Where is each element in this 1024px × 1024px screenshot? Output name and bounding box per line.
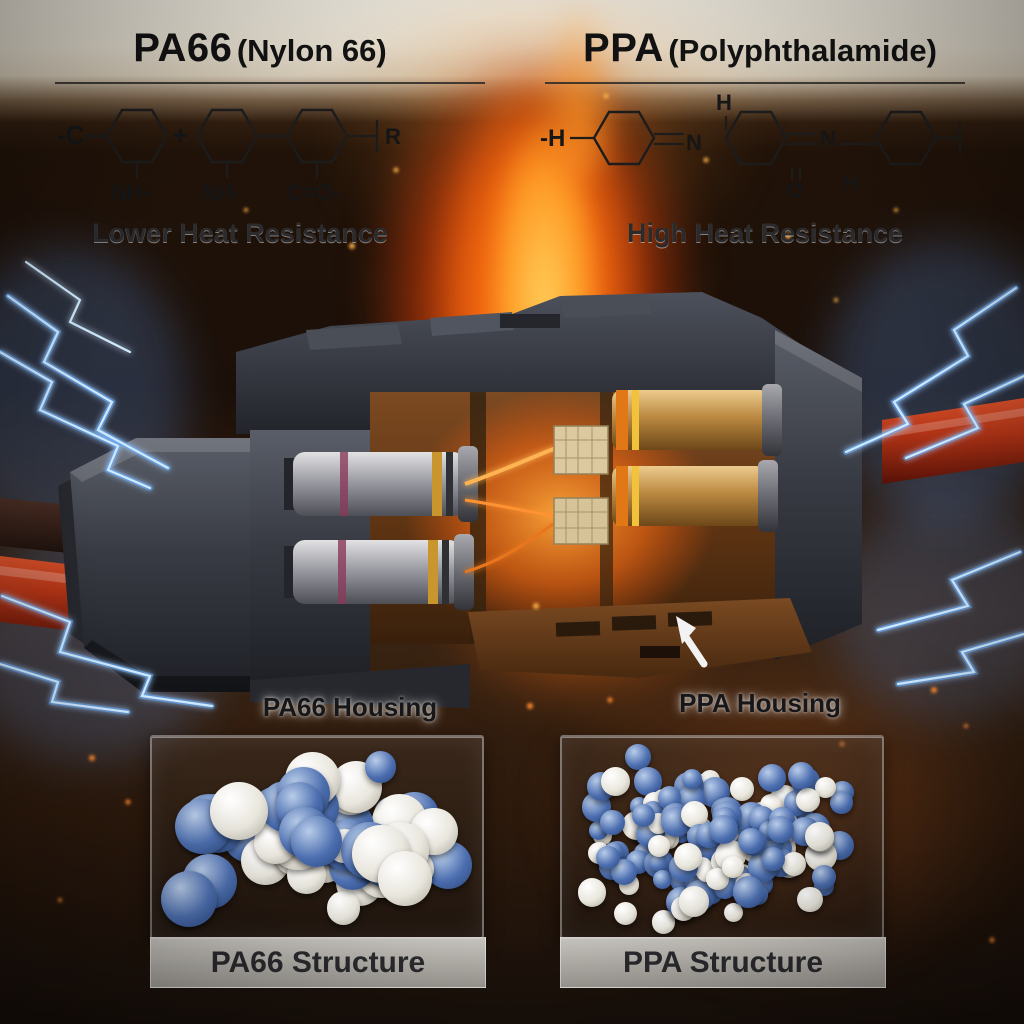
ppa-housing-arrow xyxy=(676,616,708,668)
molecule-sphere xyxy=(681,769,702,790)
molecule-sphere xyxy=(738,827,765,854)
molecule-sphere xyxy=(830,791,853,814)
molecule-sphere xyxy=(757,763,786,792)
benzene-ring xyxy=(195,108,259,164)
molecule-sphere xyxy=(649,853,668,872)
molecule-sphere xyxy=(709,815,738,844)
ppa-title-underline xyxy=(545,82,965,84)
molecule-sphere xyxy=(729,777,754,801)
molecule-sphere xyxy=(648,835,671,858)
benzene-ring xyxy=(105,108,169,164)
pa66-title: PA66 (Nylon 66) xyxy=(40,26,480,71)
molecule-sphere xyxy=(767,816,795,844)
molecule-sphere xyxy=(326,891,361,925)
molecule-sphere xyxy=(815,777,837,799)
terminal-right-bottom xyxy=(612,460,778,532)
molecule-sphere xyxy=(364,751,397,783)
molecule-sphere xyxy=(761,846,786,871)
molecule-sphere xyxy=(781,852,806,877)
molecule-sphere xyxy=(651,910,675,934)
ppa-structure-panel xyxy=(560,735,884,939)
terminal-left-bottom xyxy=(284,534,474,610)
formula-o-label: O xyxy=(786,178,803,203)
ppa-structure-caption: PPA Structure xyxy=(560,937,886,988)
formula-co-label: C=O- xyxy=(287,180,340,205)
formula-c-label: -C xyxy=(57,120,85,150)
benzene-ring xyxy=(874,110,938,166)
molecule-sphere xyxy=(796,788,821,813)
pa66-structure-caption: PA66 Structure xyxy=(150,937,486,988)
formula-plus-label: + xyxy=(173,120,188,150)
lightning-left xyxy=(0,260,215,715)
pa66-title-text: PA66 xyxy=(133,26,233,70)
pa66-title-underline xyxy=(55,82,485,84)
formula-h1-label: -H xyxy=(540,125,565,152)
pa66-title-paren: (Nylon 66) xyxy=(236,33,387,68)
ppa-heat-label: High Heat Resistance xyxy=(626,218,904,248)
molecule-sphere xyxy=(291,816,343,868)
fire-sparks xyxy=(244,93,898,609)
ppa-housing-label: PPA Housing xyxy=(679,688,841,718)
ppa-title: PPA (Polyphthalamide) xyxy=(540,26,980,71)
molecule-sphere xyxy=(600,767,630,797)
molecule-sphere xyxy=(804,822,834,851)
molecule-sphere xyxy=(812,865,836,890)
molecule-sphere xyxy=(678,886,710,917)
ceramic-blocks xyxy=(553,425,609,545)
pa66-structure-panel xyxy=(150,735,484,939)
formula-n2-label: N xyxy=(820,126,836,151)
ppa-title-text: PPA xyxy=(583,26,664,70)
benzene-ring xyxy=(592,110,656,166)
formula-h2-label: H xyxy=(842,170,858,195)
molecule-sphere xyxy=(723,902,743,922)
formula-r-label: R xyxy=(385,124,401,149)
formula-htop-label: H xyxy=(716,90,732,115)
molecule-sphere xyxy=(577,878,607,907)
connector-tray xyxy=(468,598,812,678)
fire-tip xyxy=(536,0,622,180)
molecule-sphere xyxy=(797,886,823,913)
formula-nh2-label: NH- xyxy=(201,180,240,205)
ppa-title-paren: (Polyphthalamide) xyxy=(668,33,937,68)
benzene-ring xyxy=(724,110,788,166)
pa66-structure-caption-text: PA66 Structure xyxy=(210,946,426,979)
formula-n1-label: N xyxy=(686,130,702,155)
molecule-sphere xyxy=(625,744,652,771)
ppa-formula: -H H N N O H xyxy=(540,90,962,203)
molecule-sphere xyxy=(732,876,765,908)
molecule-sphere xyxy=(631,804,655,828)
contact-pins xyxy=(464,446,557,574)
molecule-sphere xyxy=(210,781,268,840)
molecule-sphere xyxy=(377,851,433,906)
benzene-ring xyxy=(285,108,349,164)
ppa-structure-caption-text: PPA Structure xyxy=(622,946,824,979)
molecule-sphere xyxy=(653,869,673,889)
molecule-sphere xyxy=(722,856,745,879)
molecule-sphere xyxy=(160,870,218,928)
terminal-right-top xyxy=(612,384,782,456)
pa66-heat-label: Lower Heat Resistance xyxy=(92,218,388,248)
lightning-right xyxy=(843,285,1024,687)
molecule-sphere xyxy=(600,810,625,836)
molecule-sphere xyxy=(787,762,815,790)
pa66-housing-label: PA66 Housing xyxy=(262,692,438,722)
molecule-sphere xyxy=(674,842,703,871)
molecule-sphere xyxy=(613,901,637,925)
molecule-sphere xyxy=(705,867,729,891)
pa66-formula: -C + R NH- NH- C=O- xyxy=(57,108,401,205)
molecule-sphere xyxy=(595,845,620,870)
terminal-left-top xyxy=(284,446,478,522)
formula-nh1-label: NH- xyxy=(111,180,150,205)
